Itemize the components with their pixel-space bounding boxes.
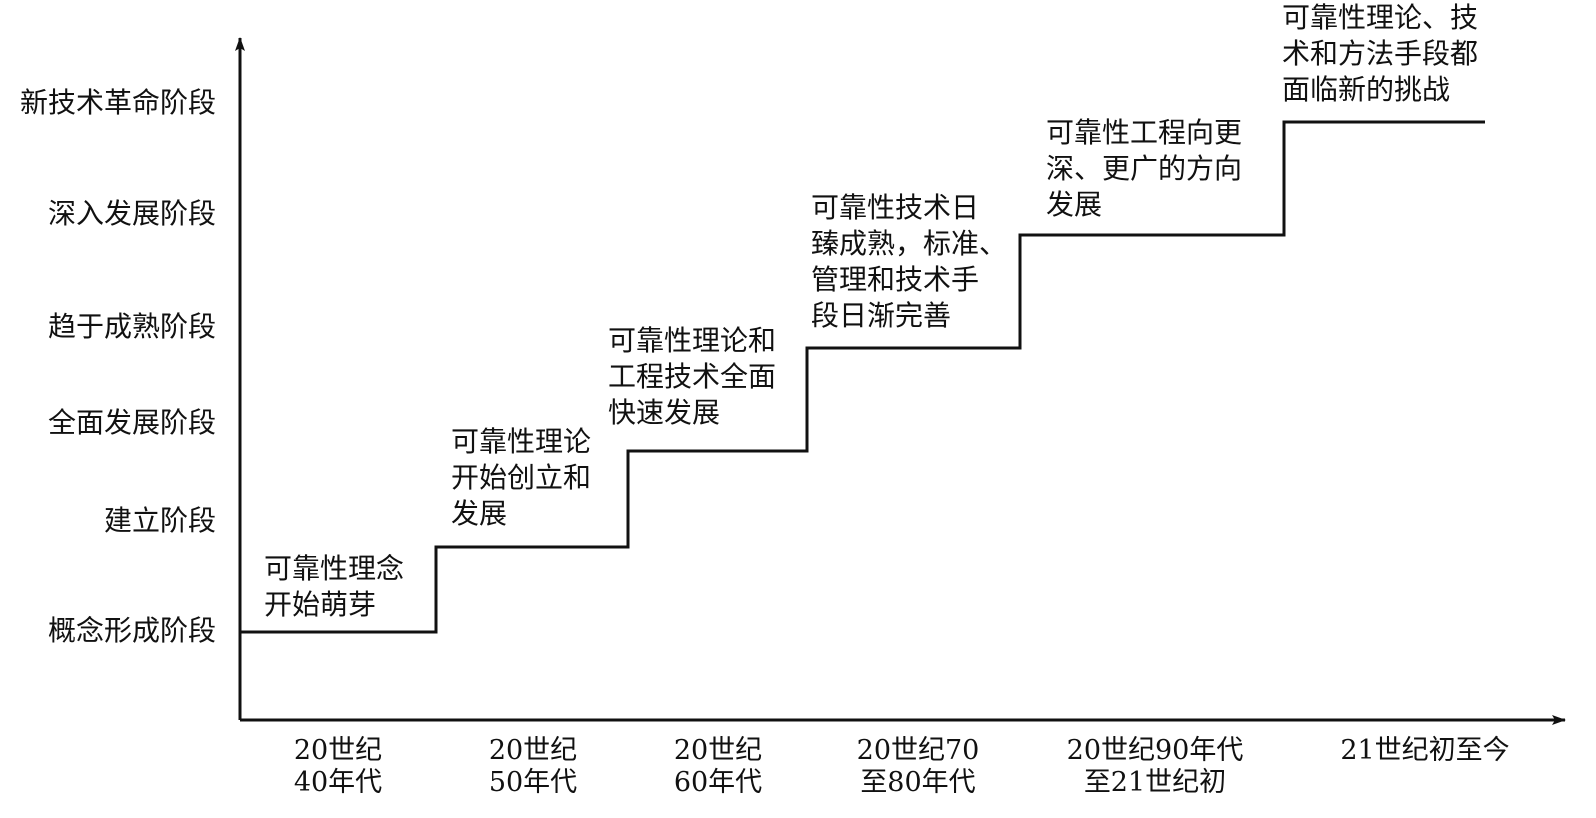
step-description: 可靠性理论开始创立和发展 (451, 425, 592, 530)
x-tick-label: 21世纪初至今 (1340, 735, 1510, 766)
step-description: 可靠性工程向更深、更广的方向发展 (1046, 116, 1243, 221)
y-tick-label: 建立阶段 (103, 504, 216, 537)
step-line (240, 120, 1485, 634)
x-tick-label: 20世纪90年代至21世纪初 (1066, 735, 1244, 798)
y-tick-label: 趋于成熟阶段 (47, 310, 216, 343)
y-tick-label: 新技术革命阶段 (19, 86, 216, 119)
step-description: 可靠性理论和工程技术全面快速发展 (608, 324, 777, 429)
y-tick-label: 概念形成阶段 (47, 614, 216, 647)
step-description: 可靠性技术日臻成熟，标准、管理和技术手段日渐完善 (811, 191, 1008, 332)
y-tick-label: 深入发展阶段 (47, 197, 216, 230)
y-tick-label: 全面发展阶段 (47, 406, 216, 439)
step-description: 可靠性理论、技术和方法手段都面临新的挑战 (1282, 1, 1479, 106)
step-description: 可靠性理念开始萌芽 (264, 552, 405, 621)
